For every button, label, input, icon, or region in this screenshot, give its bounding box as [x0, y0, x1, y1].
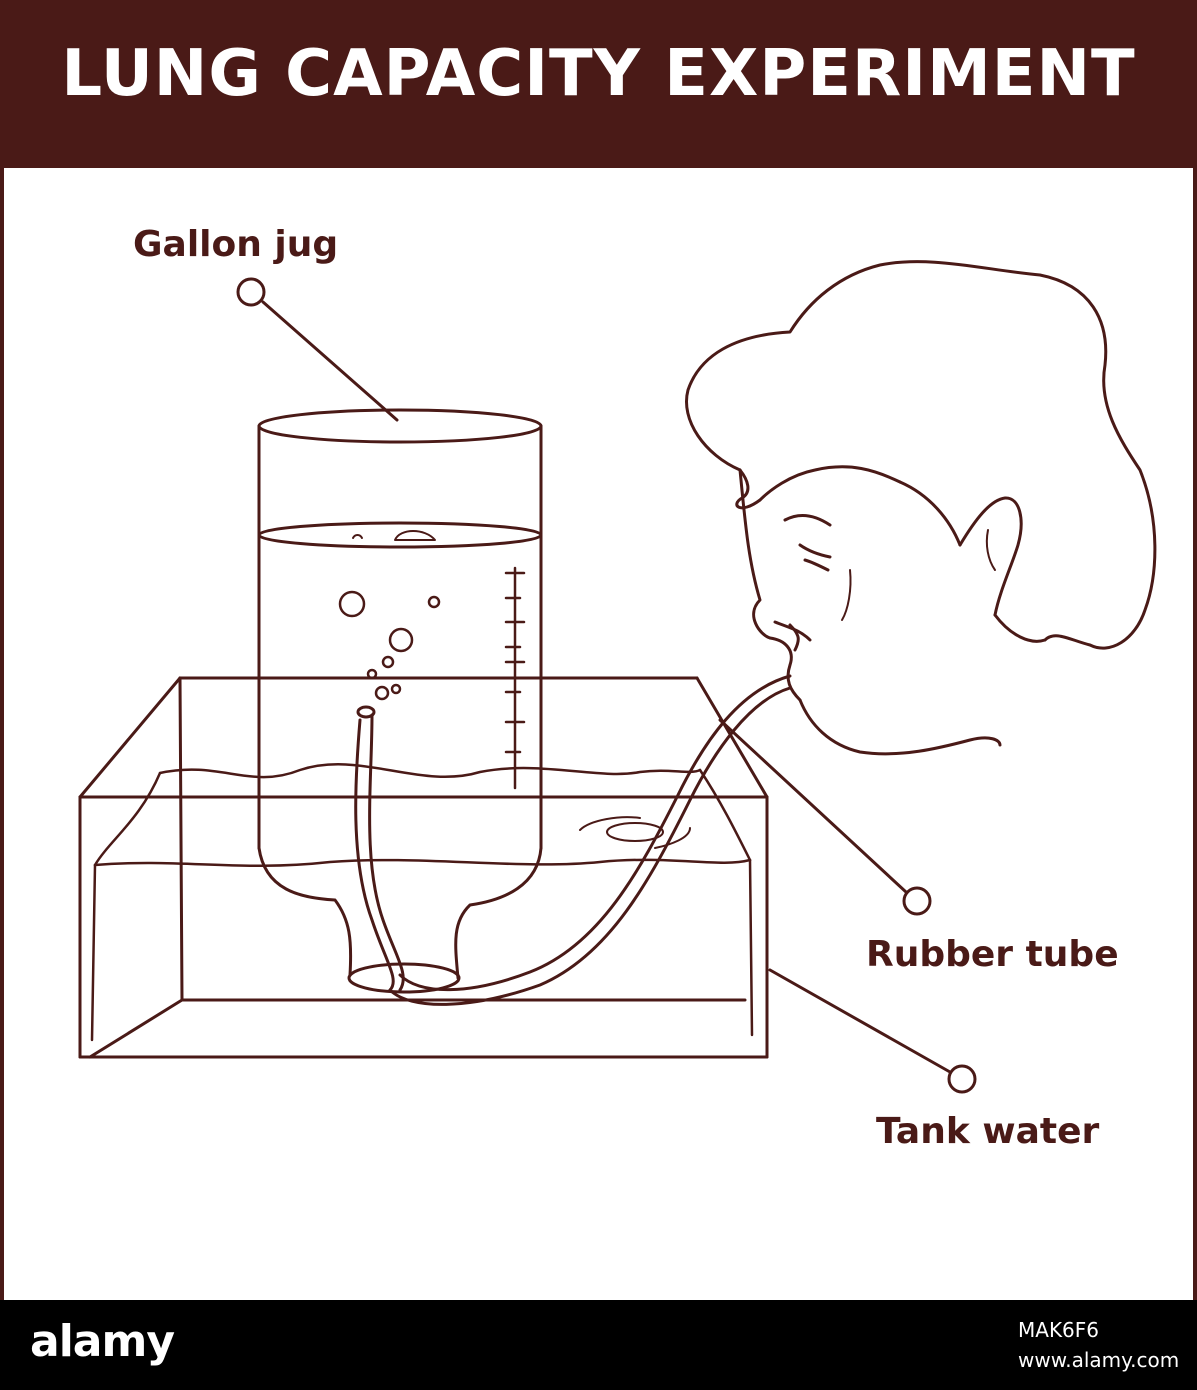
tank-front	[78, 795, 769, 1059]
diagram-panel	[0, 168, 1197, 1300]
tank-water-label: Tank water	[876, 1111, 1100, 1152]
rubber-tube-label: Rubber tube	[866, 934, 1119, 975]
tank-water-surface	[90, 763, 754, 1042]
gallon-jug	[257, 408, 543, 994]
bubbles-icon	[338, 590, 441, 701]
person-head	[685, 260, 1157, 756]
page-title: LUNG CAPACITY EXPERIMENT	[61, 37, 1136, 111]
ripples-icon	[579, 816, 691, 849]
gallon-jug-label: Gallon jug	[133, 224, 339, 265]
brand-logo: alamy	[30, 1316, 175, 1367]
title-banner: LUNG CAPACITY EXPERIMENT	[0, 0, 1197, 168]
panel-frame	[0, 168, 1197, 1300]
tank-water-callout	[768, 968, 977, 1094]
footer-bar: alamy MAK6F6 www.alamy.com	[0, 1300, 1197, 1390]
stock-id: MAK6F6	[1018, 1318, 1100, 1342]
gallon-jug-callout	[236, 277, 399, 422]
lung-capacity-diagram	[78, 260, 1157, 1094]
tank-back	[78, 676, 769, 1059]
site-url: www.alamy.com	[1018, 1348, 1180, 1372]
measuring-scale	[504, 566, 526, 790]
rubber-tube-callout	[718, 718, 932, 916]
rubber-tube	[354, 674, 792, 1006]
